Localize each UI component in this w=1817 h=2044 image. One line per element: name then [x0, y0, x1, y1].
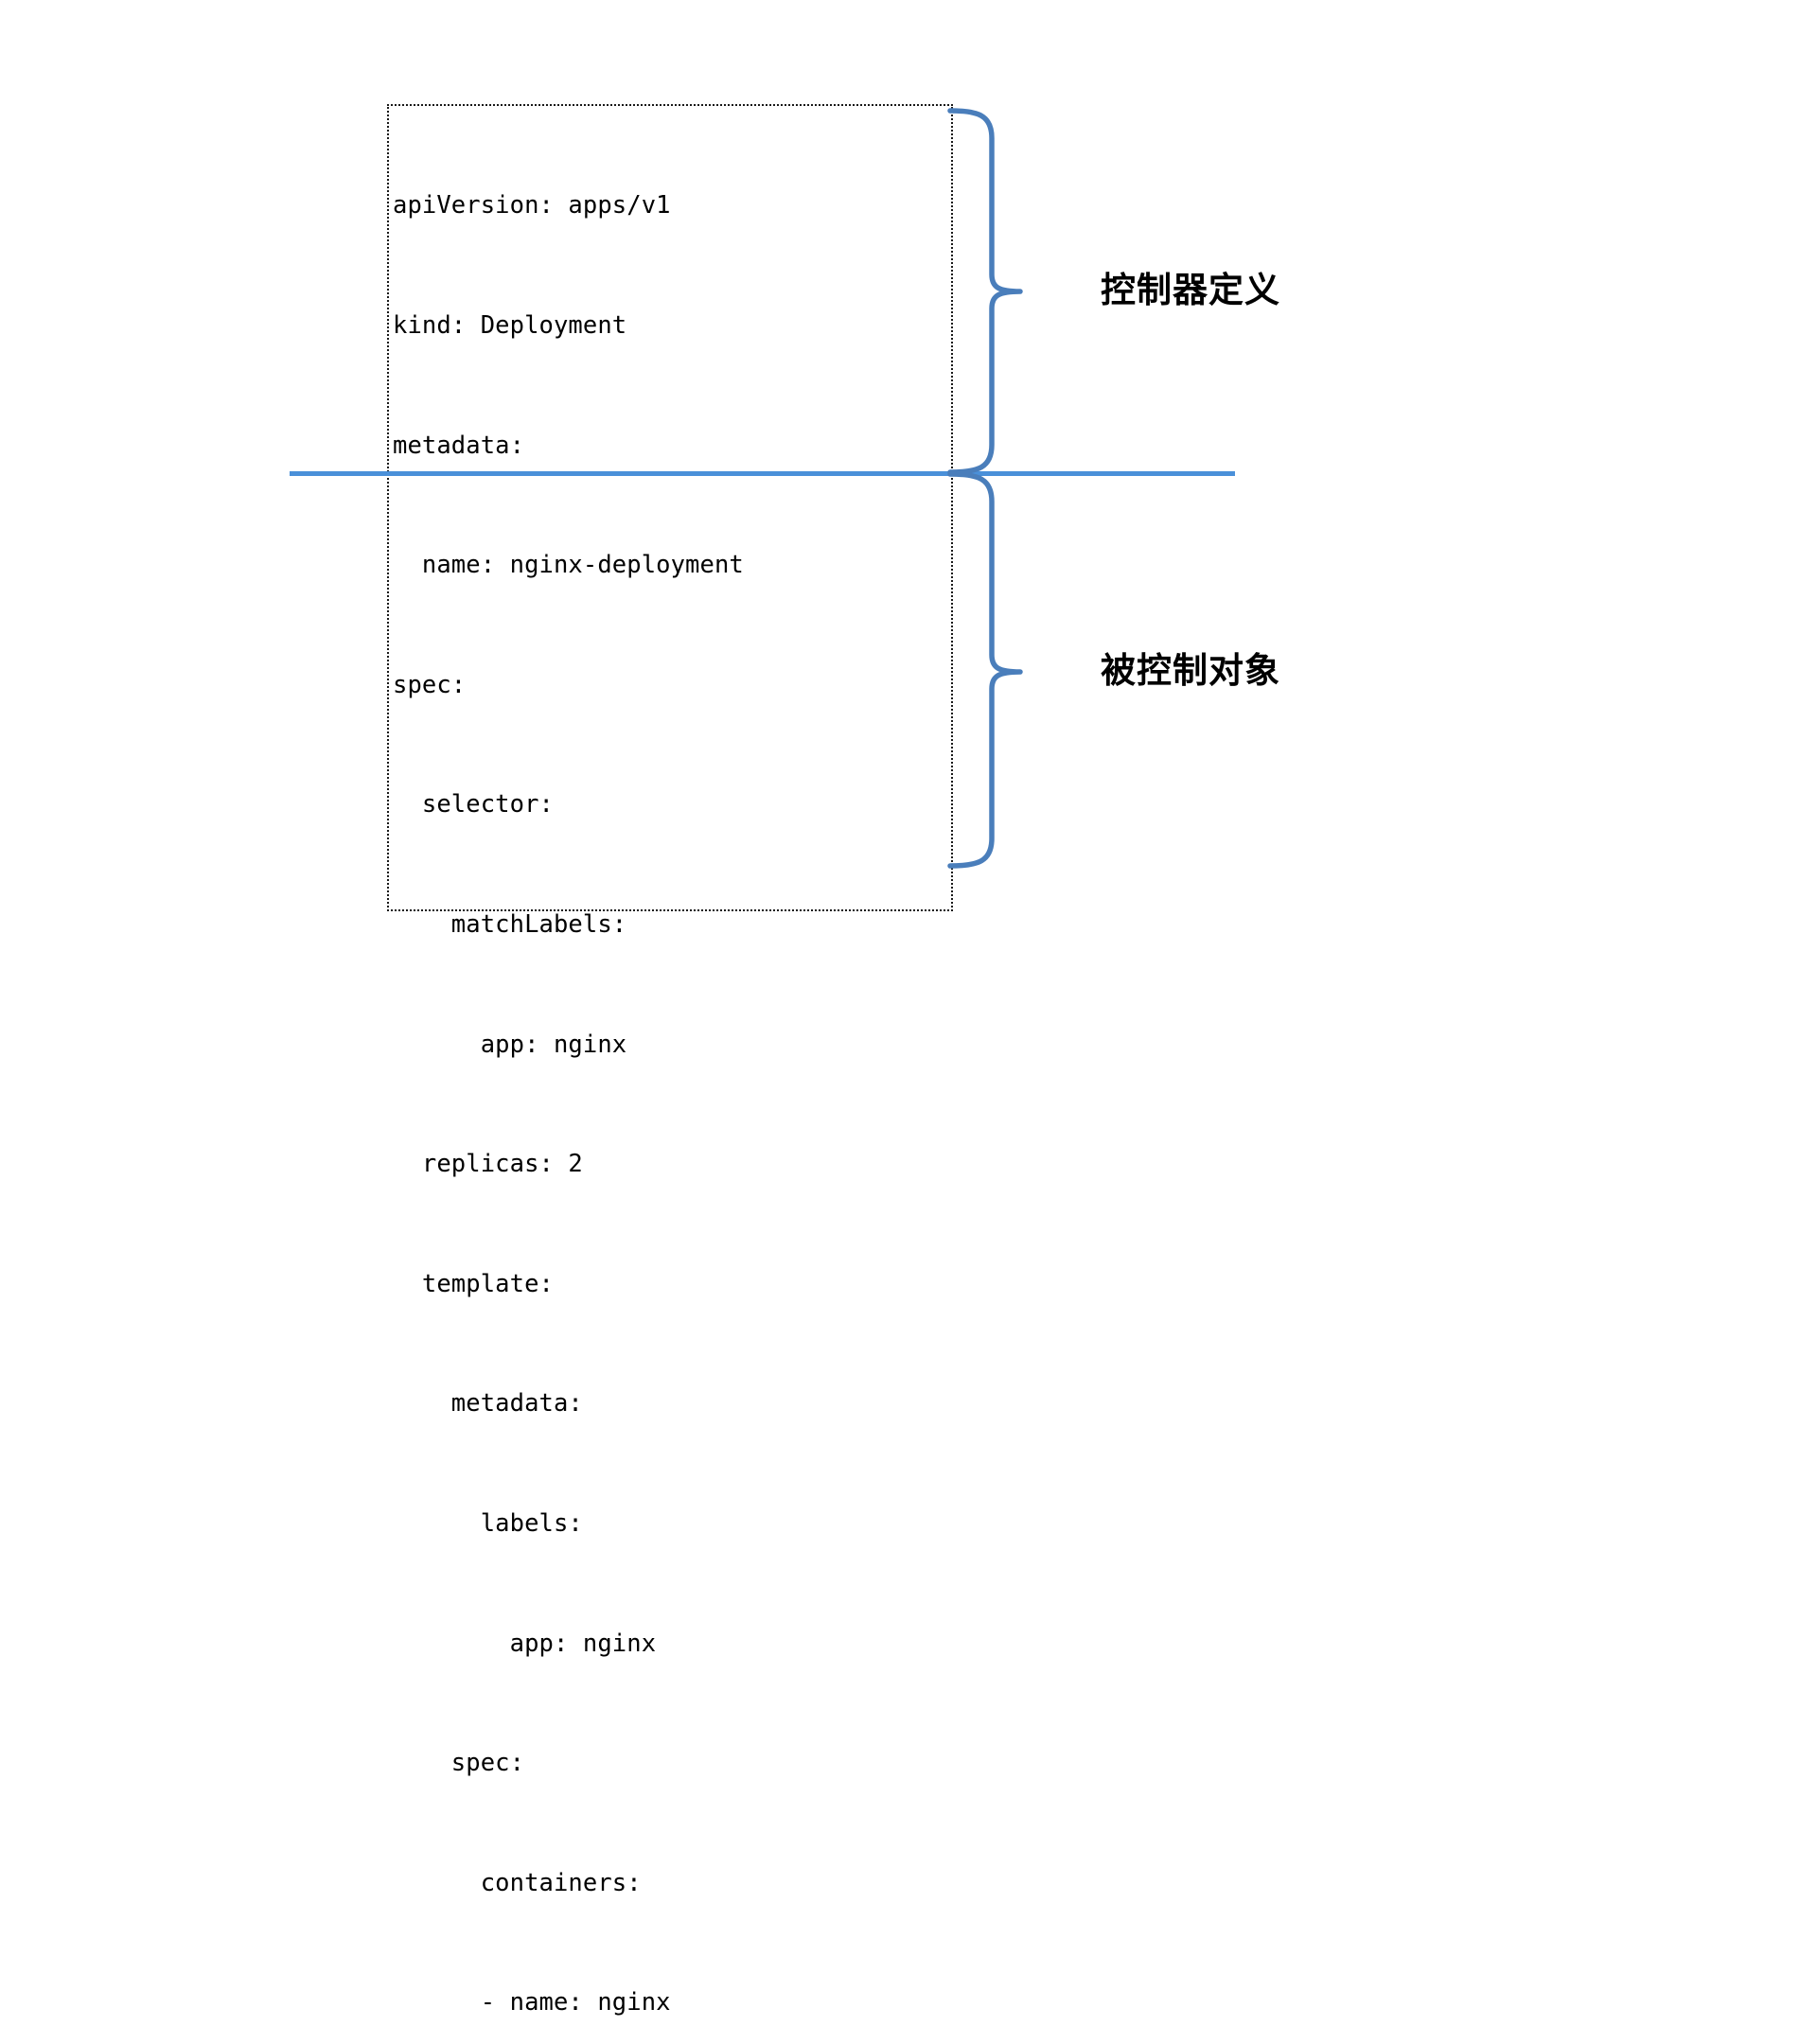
- yaml-line: kind: Deployment: [393, 311, 627, 340]
- diagram-canvas: apiVersion: apps/v1 kind: Deployment met…: [290, 104, 1280, 2018]
- annotation-label-controller-definition: 控制器定义: [1101, 270, 1280, 310]
- yaml-line: matchLabels:: [393, 909, 627, 939]
- yaml-line: spec:: [393, 1749, 525, 1778]
- section-divider-line: [290, 471, 1235, 476]
- yaml-line: selector:: [393, 790, 554, 819]
- annotation-label-controlled-object: 被控制对象: [1101, 650, 1280, 691]
- yaml-line: metadata:: [393, 431, 525, 460]
- yaml-line: apiVersion: apps/v1: [393, 191, 671, 220]
- yaml-line: spec:: [393, 670, 467, 699]
- yaml-line: app: nginx: [393, 1030, 627, 1059]
- yaml-line: name: nginx-deployment: [393, 551, 744, 580]
- yaml-line: metadata:: [393, 1389, 583, 1418]
- yaml-code-text: apiVersion: apps/v1 kind: Deployment met…: [393, 106, 979, 2044]
- yaml-line: template:: [393, 1269, 554, 1298]
- yaml-line: - name: nginx: [393, 1988, 671, 2018]
- yaml-line: labels:: [393, 1508, 583, 1538]
- yaml-line: replicas: 2: [393, 1150, 583, 1179]
- yaml-line: app: nginx: [393, 1629, 657, 1658]
- yaml-line: containers:: [393, 1868, 642, 1897]
